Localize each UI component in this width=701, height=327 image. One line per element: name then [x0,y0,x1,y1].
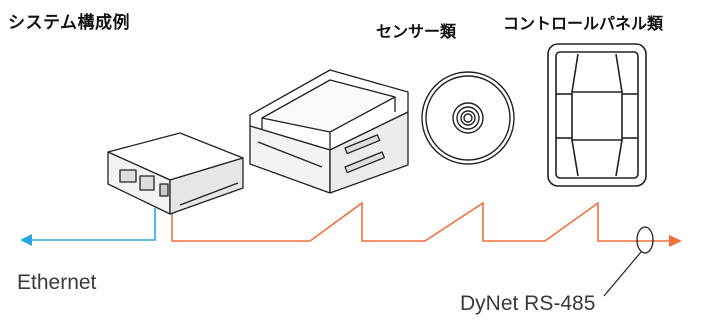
gateway-device-icon [107,132,244,215]
ethernet-connection [20,208,156,246]
dynet-label: DyNet RS-485 [460,292,596,315]
sensor-icon [421,71,515,165]
ethernet-arrow-icon [20,234,32,246]
dynet-bus [171,201,682,297]
dynet-leader-line [603,251,642,297]
cable-marker-icon [636,226,654,254]
control-panels-label: コントロールパネル類 [503,14,664,33]
sensors-label: センサー類 [376,22,457,41]
ethernet-label: Ethernet [17,271,97,294]
din-module-icon [249,69,409,194]
diagram-title: システム構成例 [8,13,130,33]
control-panel-icon [547,43,647,187]
dynet-arrow-icon [669,235,682,247]
